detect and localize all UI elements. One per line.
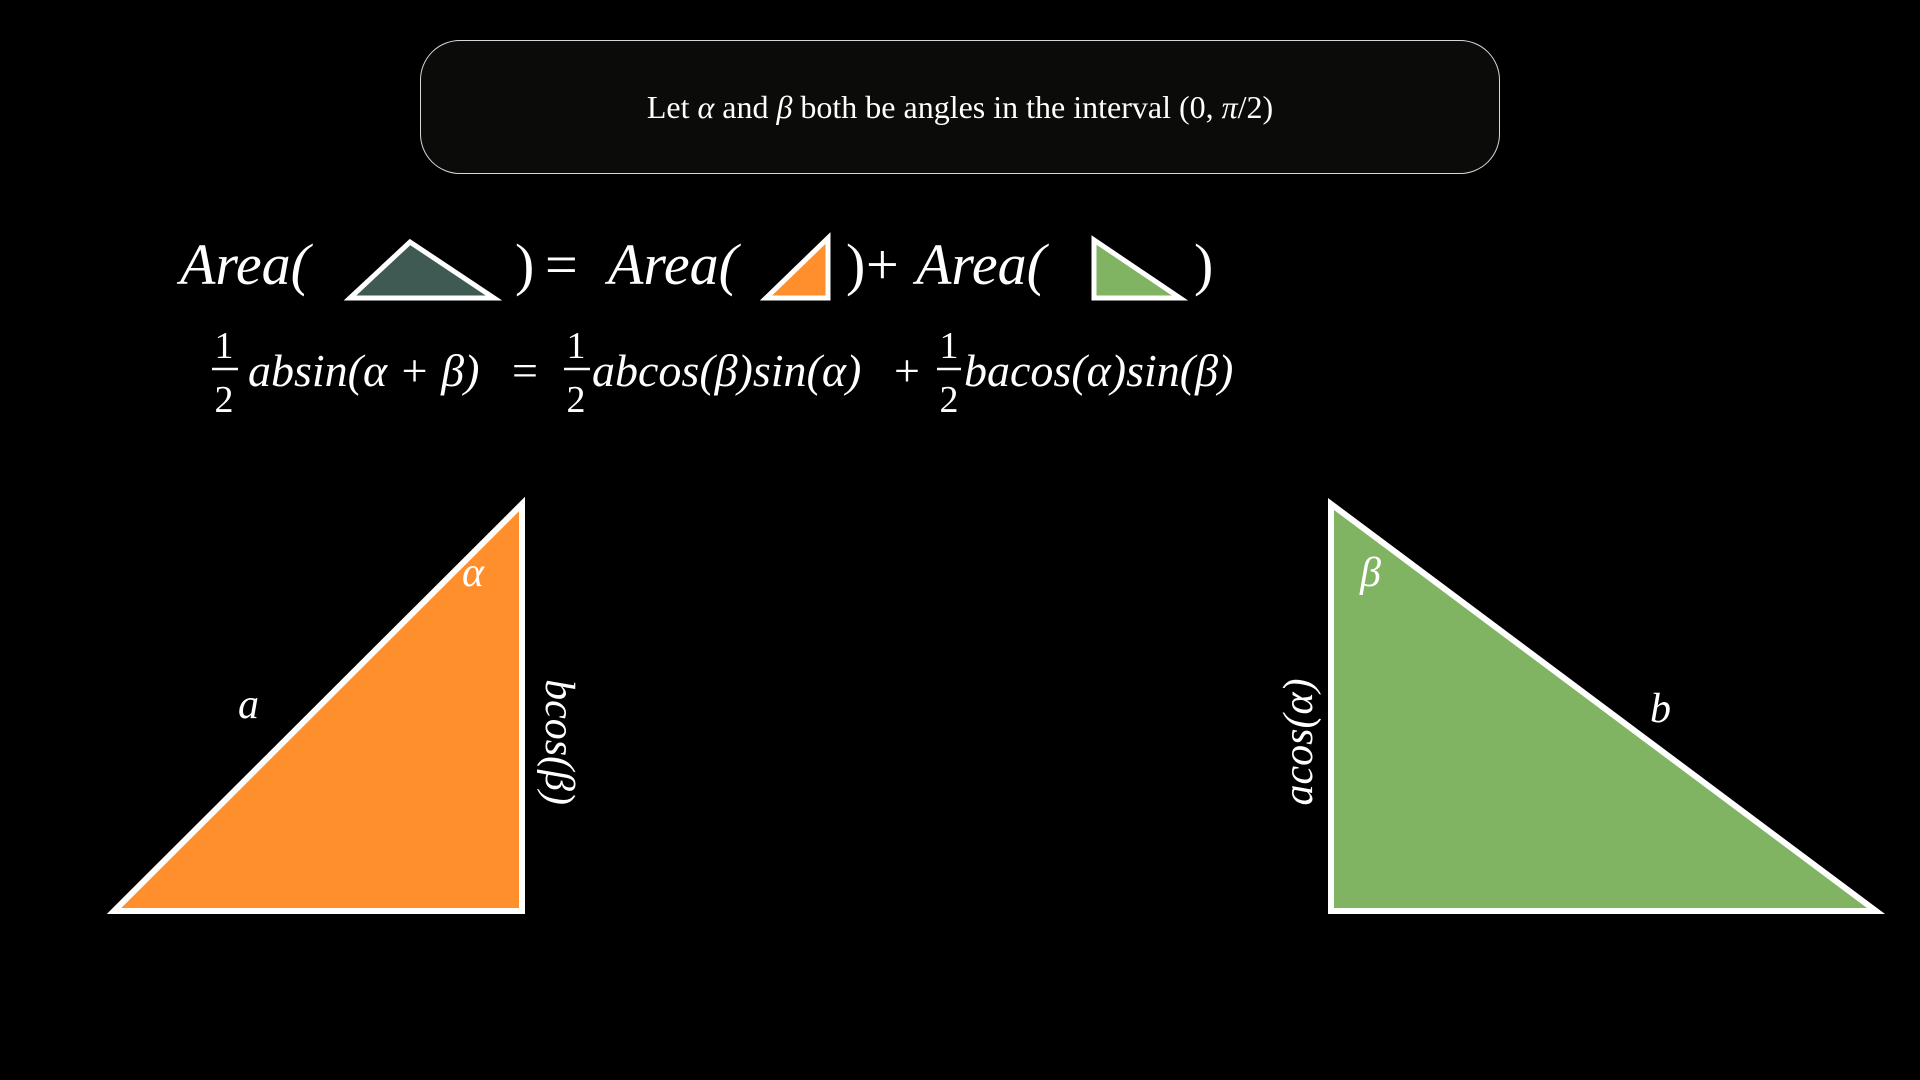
term-right: bacos(α)sin(β) (964, 345, 1233, 396)
fraction-3-numerator: 1 (940, 325, 959, 367)
green-triangle (1328, 498, 1886, 914)
close-paren-3: ) (1194, 232, 1213, 297)
area-word-1: Area( (176, 232, 314, 297)
premise-beta: β (776, 88, 793, 125)
close-paren-2: ) (846, 232, 865, 297)
premise-part2: and (714, 88, 777, 125)
premise-interval-close: /2) (1237, 88, 1274, 125)
term-mid: abcos(β)sin(α) (592, 345, 861, 396)
orange-side-label: bcos(β) (536, 679, 582, 805)
orange-triangle (106, 496, 525, 914)
premise-part3: both be angles in the interval (792, 88, 1179, 125)
combined-triangle-icon (343, 238, 503, 301)
area-equation: Area( ) = Area( ) + Area( ) (176, 232, 1213, 301)
premise-pi: π (1221, 88, 1238, 125)
area-word-2: Area( (604, 232, 742, 297)
green-side-label: acos(α) (1276, 678, 1322, 805)
premise-part1: Let (646, 88, 698, 125)
formula: 1 2 absin(α + β) = 1 2 abcos(β)sin(α) + … (212, 325, 1233, 421)
premise-text: Let α and β both be angles in the interv… (647, 89, 1273, 126)
formula-plus: + (894, 345, 920, 396)
premise-interval-open: (0, (1178, 88, 1222, 125)
orange-triangle-icon (759, 232, 831, 301)
green-triangle-figure: β b acos(α) (1276, 498, 1886, 914)
green-triangle-icon (1091, 235, 1189, 301)
formula-equals: = (512, 345, 538, 396)
close-paren-1: ) (515, 232, 534, 297)
term-left: absin(α + β) (248, 345, 479, 396)
premise-box: Let α and β both be angles in the interv… (420, 40, 1500, 174)
fraction-1-denominator: 2 (215, 379, 234, 421)
orange-triangle-figure: a α bcos(β) (106, 496, 582, 914)
green-hypotenuse-label: b (1650, 686, 1671, 732)
fraction-1-numerator: 1 (215, 325, 234, 367)
green-angle-label: β (1359, 550, 1381, 596)
fraction-2-denominator: 2 (567, 379, 586, 421)
fraction-3-denominator: 2 (940, 379, 959, 421)
equals-sign: = (545, 232, 578, 297)
fraction-2-numerator: 1 (567, 325, 586, 367)
plus-sign: + (866, 232, 899, 297)
premise-alpha: α (697, 88, 715, 125)
area-word-3: Area( (912, 232, 1050, 297)
orange-angle-label: α (462, 550, 485, 596)
orange-hypotenuse-label: a (238, 682, 259, 728)
